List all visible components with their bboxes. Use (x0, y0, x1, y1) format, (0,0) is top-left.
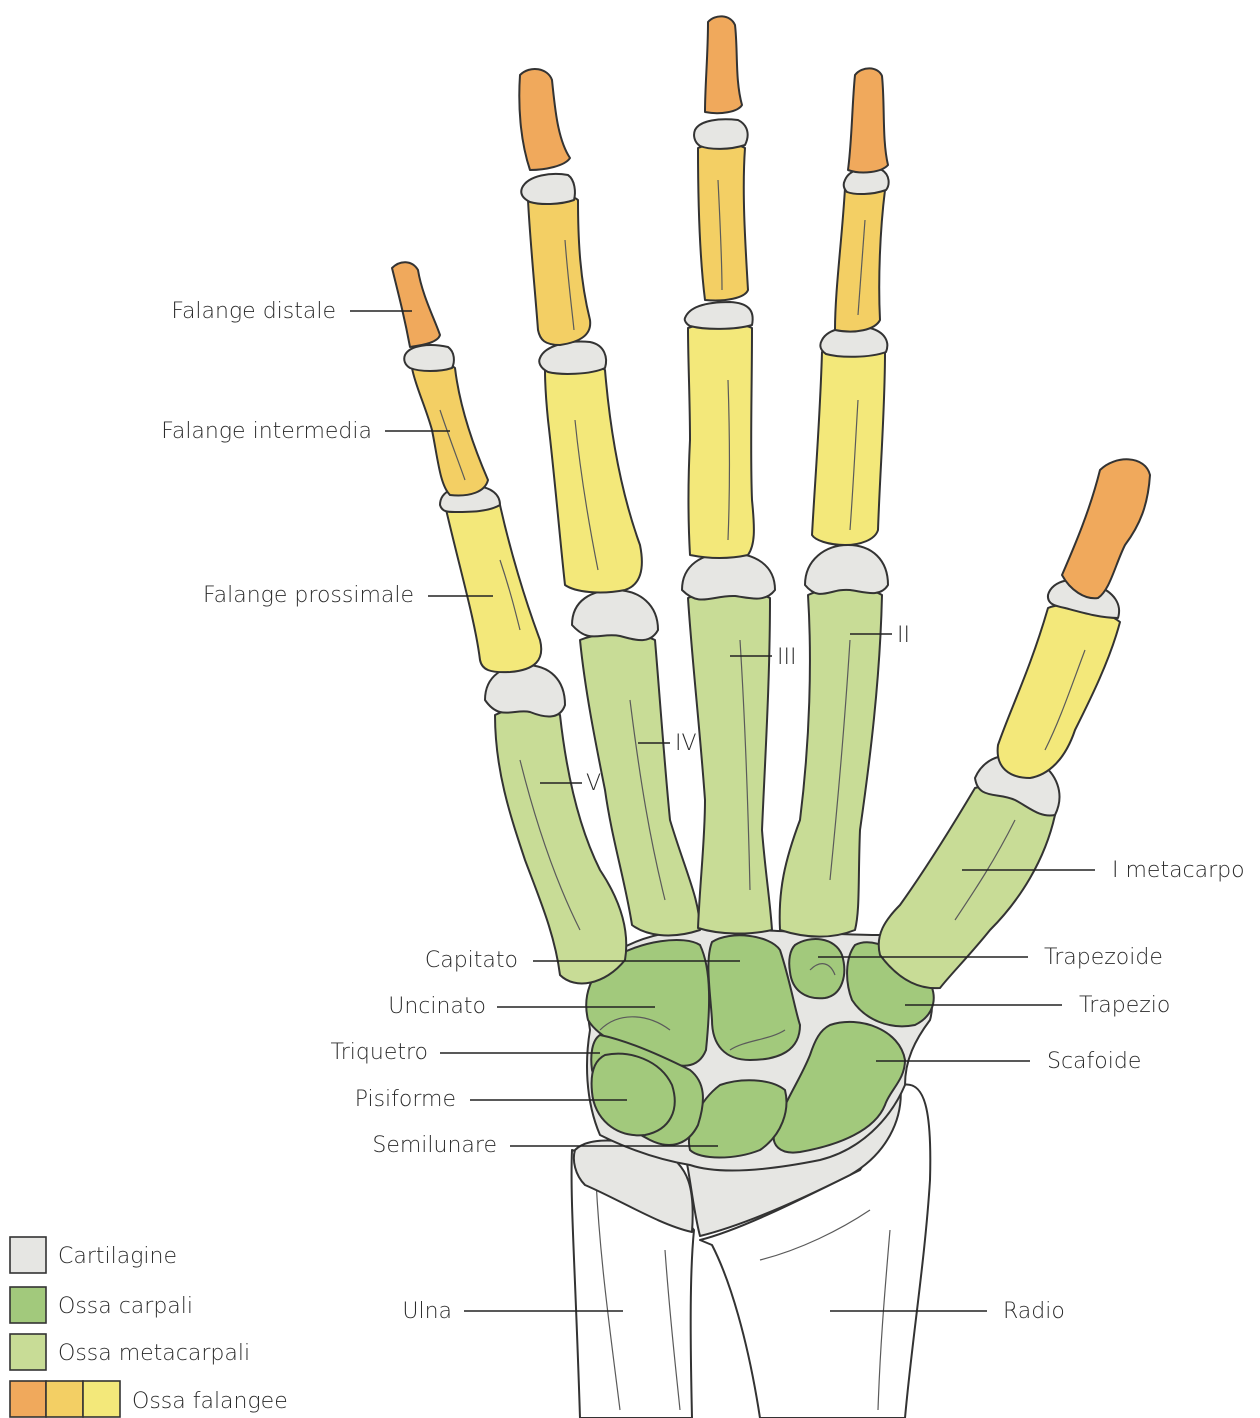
legend-label: Ossa falangee (132, 1389, 288, 1414)
label-uncinato: Uncinato (388, 994, 486, 1019)
legend-swatch-metacarpal (10, 1334, 46, 1370)
metacarpal-i (879, 787, 1055, 989)
label-scafoide: Scafoide (1047, 1049, 1141, 1074)
distal-phalanx-iii (705, 16, 742, 113)
label-pisiforme: Pisiforme (355, 1087, 456, 1112)
legend-label: Cartilagine (58, 1244, 177, 1269)
metacarpal-ii (780, 588, 882, 937)
middle-phalanx-iii (698, 144, 748, 301)
middle-phalanx-v (412, 364, 488, 496)
label-falange-prossimale: Falange prossimale (203, 583, 414, 608)
legend-label: Ossa carpali (58, 1294, 193, 1319)
label-metacarpo-v: V (586, 771, 601, 796)
label-radio: Radio (1003, 1299, 1065, 1324)
trapezoid-bone (789, 939, 844, 998)
distal-phalanx-i (1062, 459, 1150, 598)
metacarpal-iii (688, 591, 772, 934)
legend-swatch-phalanx-distal (10, 1381, 46, 1417)
label-trapezio: Trapezio (1079, 993, 1170, 1018)
label-metacarpo-iii: III (777, 645, 796, 670)
label-semilunare: Semilunare (372, 1133, 497, 1158)
proximal-phalanx-ii (812, 348, 885, 546)
middle-phalanx-ii (835, 184, 885, 332)
legend: Cartilagine Ossa carpali Ossa metacarpal… (10, 1237, 288, 1417)
middle-phalanx-iv (528, 194, 590, 345)
legend-item-ossa-falangee: Ossa falangee (10, 1381, 288, 1417)
label-metacarpo-i: I metacarpo (1112, 858, 1245, 883)
proximal-phalanx-iii (688, 324, 754, 559)
proximal-phalanx-iv (545, 364, 642, 592)
legend-swatch-phalanx-proximal (83, 1381, 120, 1417)
legend-item-ossa-metacarpali: Ossa metacarpali (10, 1334, 250, 1370)
metacarpal-bones (485, 545, 1059, 988)
label-metacarpo-iv: IV (675, 731, 697, 756)
label-falange-intermedia: Falange intermedia (161, 419, 372, 444)
legend-item-cartilagine: Cartilagine (10, 1237, 177, 1273)
label-metacarpo-ii: II (897, 623, 910, 648)
legend-swatch-cartilage (10, 1237, 46, 1273)
legend-swatch-carpal (10, 1287, 46, 1323)
phalanges (392, 16, 1150, 778)
legend-swatch-phalanx-middle (46, 1381, 83, 1417)
distal-phalanx-iv (519, 69, 570, 170)
label-ulna: Ulna (402, 1299, 452, 1324)
proximal-phalanx-v (445, 499, 541, 673)
proximal-phalanx-i (998, 605, 1120, 778)
label-falange-distale: Falange distale (171, 299, 336, 324)
label-trapezoide: Trapezoide (1044, 945, 1163, 970)
distal-phalanx-v (392, 262, 440, 347)
legend-item-ossa-carpali: Ossa carpali (10, 1287, 193, 1323)
distal-phalanx-ii (848, 68, 888, 172)
legend-label: Ossa metacarpali (58, 1341, 250, 1366)
label-triquetro: Triquetro (331, 1040, 428, 1065)
label-capitato: Capitato (425, 948, 518, 973)
